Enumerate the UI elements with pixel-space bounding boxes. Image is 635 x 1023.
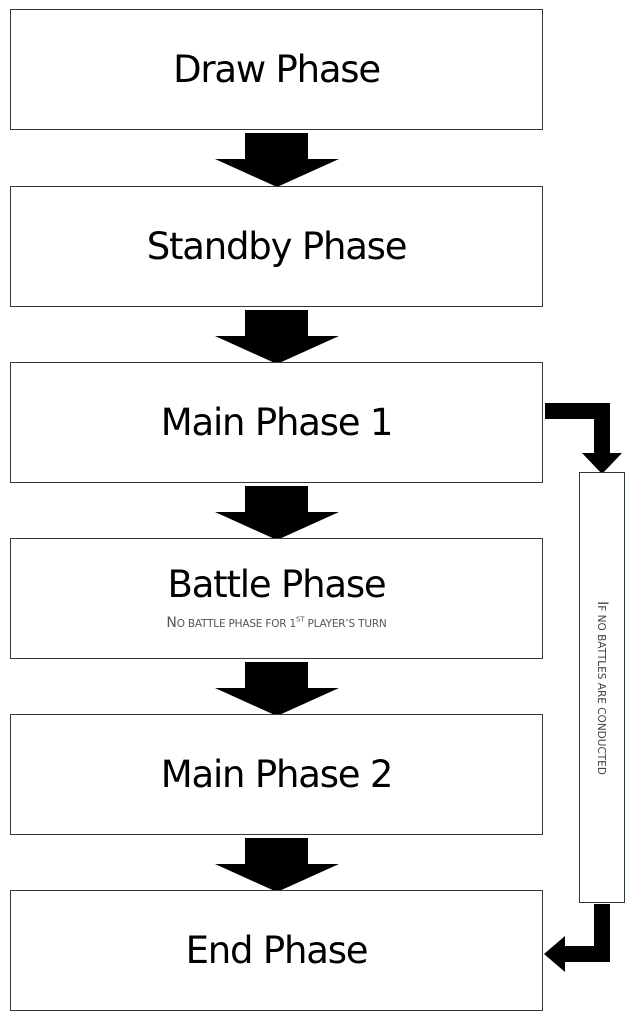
arrow-main1-to-battle: [215, 486, 339, 540]
phase-label-main-2: Main Phase 2: [160, 753, 394, 796]
battle-note-text-b: player’s turn: [304, 618, 387, 630]
battle-note-lead: N: [166, 615, 177, 631]
phase-box-battle: Battle Phase No battle phase for 1st pla…: [10, 538, 543, 659]
skip-battle-label: If no battles are conducted: [594, 601, 610, 775]
phase-box-standby: Standby Phase: [10, 186, 543, 307]
phase-label-main-1: Main Phase 1: [160, 401, 394, 444]
phase-box-end: End Phase: [10, 890, 543, 1011]
phase-box-main-1: Main Phase 1: [10, 362, 543, 483]
phase-box-draw: Draw Phase: [10, 9, 543, 130]
arrow-main2-to-end: [215, 838, 339, 892]
phase-label-standby: Standby Phase: [146, 225, 408, 268]
skip-label-rest: f no battles are conducted: [595, 604, 607, 775]
phase-label-battle: Battle Phase: [167, 563, 387, 606]
phase-label-end: End Phase: [185, 929, 369, 972]
battle-phase-note: No battle phase for 1st player’s turn: [166, 615, 386, 631]
arrow-battle-to-main2: [215, 662, 339, 716]
arrow-skip-to-end: [544, 904, 610, 972]
skip-battle-box: If no battles are conducted: [579, 472, 625, 903]
arrow-standby-to-main1: [215, 310, 339, 364]
battle-note-text-a: o battle phase for 1: [176, 618, 297, 630]
phase-label-draw: Draw Phase: [173, 48, 381, 91]
phase-box-main-2: Main Phase 2: [10, 714, 543, 835]
arrow-main1-to-skip: [545, 403, 622, 474]
battle-note-sup: st: [296, 615, 305, 624]
arrow-draw-to-standby: [215, 133, 339, 187]
